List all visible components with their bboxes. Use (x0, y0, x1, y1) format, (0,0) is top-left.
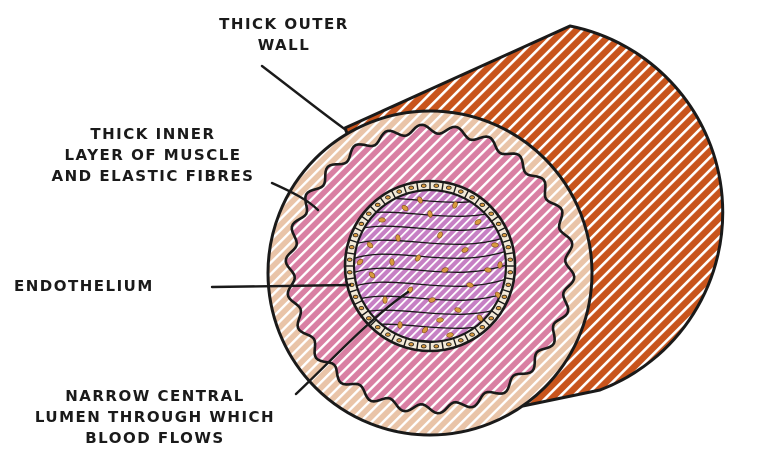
endothelium-nucleus (506, 283, 511, 286)
endothelium-nucleus (347, 271, 352, 274)
endothelium-nucleus (409, 186, 414, 189)
endothelium-nucleus (359, 222, 364, 225)
blood-cell (389, 258, 394, 265)
endothelium-label-line-1: ENDOTHELIUM (14, 276, 154, 297)
blood-cell (398, 321, 403, 328)
inner-layer-label-line-3: AND ELASTIC FIBRES (26, 166, 280, 187)
endothelium-nucleus (366, 212, 371, 215)
endothelium-nucleus (409, 343, 414, 346)
outer-wall-label: THICK OUTER WALL (196, 14, 372, 56)
endothelium-nucleus (496, 306, 501, 309)
endothelium-nucleus (353, 295, 358, 298)
blood-cell (436, 317, 443, 322)
blood-cell (379, 218, 386, 222)
endothelium-nucleus (458, 190, 463, 193)
endothelium-nucleus (470, 196, 475, 199)
endothelium-nucleus (502, 234, 507, 237)
endothelium-nucleus (434, 345, 439, 348)
endothelium-nucleus (434, 184, 439, 187)
endothelium-nucleus (489, 212, 494, 215)
endothelium-nucleus (489, 317, 494, 320)
endothelium-nucleus (347, 258, 352, 261)
endothelium-nucleus (506, 246, 511, 249)
endothelium-label: ENDOTHELIUM (14, 276, 154, 297)
endothelium-nucleus (375, 326, 380, 329)
endothelium-nucleus (508, 271, 513, 274)
endothelium-nucleus (359, 306, 364, 309)
endothelium-nucleus (349, 246, 354, 249)
outer-wall-label-line-2: WALL (196, 35, 372, 56)
endothelium-nucleus (470, 333, 475, 336)
endothelium-nucleus (480, 203, 485, 206)
lumen-label-line-2: LUMEN THROUGH WHICH (14, 407, 296, 428)
blood-cell (383, 297, 388, 304)
endothelium-nucleus (496, 222, 501, 225)
endothelium-nucleus (502, 295, 507, 298)
endothelium-nucleus (353, 234, 358, 237)
endothelium-nucleus (397, 339, 402, 342)
endothelium-nucleus (446, 343, 451, 346)
lumen-label-line-3: BLOOD FLOWS (14, 428, 296, 449)
endothelium-nucleus (421, 184, 426, 187)
endothelium-nucleus (446, 186, 451, 189)
endothelium-nucleus (480, 326, 485, 329)
outer-wall-leader (262, 66, 346, 130)
endothelium-nucleus (508, 258, 513, 261)
lumen-label-line-1: NARROW CENTRAL (14, 386, 296, 407)
endothelium-nucleus (386, 333, 391, 336)
endothelium-nucleus (366, 317, 371, 320)
inner-layer-label-line-2: LAYER OF MUSCLE (26, 145, 280, 166)
lumen-label: NARROW CENTRAL LUMEN THROUGH WHICH BLOOD… (14, 386, 296, 449)
endothelium-nucleus (386, 196, 391, 199)
endothelium-nucleus (397, 190, 402, 193)
outer-wall-label-line-1: THICK OUTER (196, 14, 372, 35)
endothelium-nucleus (421, 345, 426, 348)
endothelium-nucleus (375, 203, 380, 206)
blood-cell (491, 243, 498, 248)
endothelium-nucleus (458, 339, 463, 342)
inner-layer-label: THICK INNER LAYER OF MUSCLE AND ELASTIC … (26, 124, 280, 187)
inner-layer-label-line-1: THICK INNER (26, 124, 280, 145)
